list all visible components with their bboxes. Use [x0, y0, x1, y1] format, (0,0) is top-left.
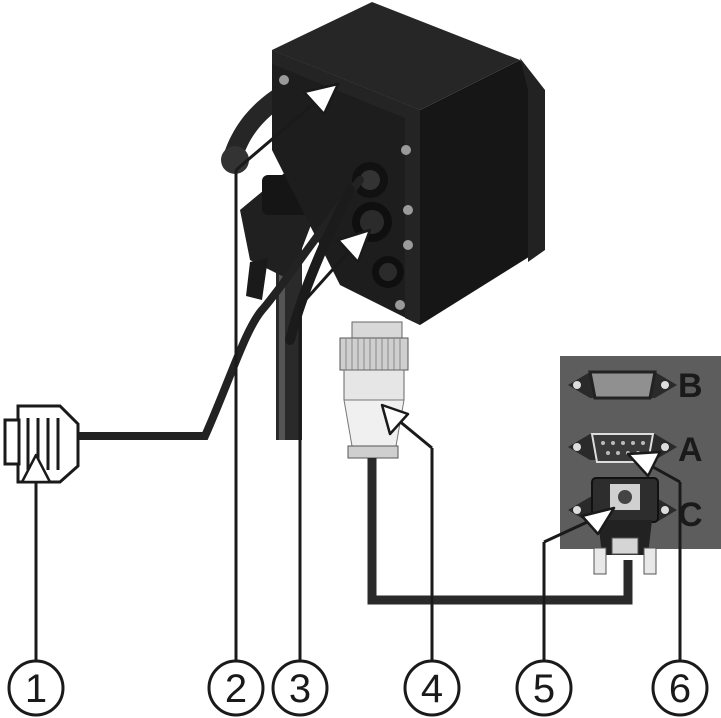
callout-5: 5 — [515, 659, 573, 717]
callout-number: 4 — [421, 667, 443, 711]
cable — [71, 176, 364, 440]
callout-number: 3 — [289, 667, 311, 711]
arrow-4 — [380, 403, 410, 436]
cable — [285, 185, 355, 345]
callout-3: 3 — [271, 659, 329, 717]
port-b: B — [568, 367, 703, 405]
arrow-6 — [626, 450, 662, 478]
arrow-2 — [302, 82, 340, 116]
callout-4: 4 — [403, 659, 461, 717]
callout-number: 6 — [669, 667, 691, 711]
signal-socket-plug — [339, 321, 633, 605]
callout-number: 1 — [25, 667, 47, 711]
arrow-1 — [20, 453, 52, 484]
terminal-housing — [272, 2, 545, 325]
port-letter-c: C — [678, 496, 703, 534]
arrow-3 — [336, 228, 372, 264]
callout-1: 1 — [7, 659, 65, 717]
arrow-5 — [580, 506, 616, 536]
sub-d-connector — [591, 477, 659, 575]
callout-number: 5 — [533, 667, 555, 711]
arrow-heads — [20, 82, 662, 536]
port-letter-b: B — [678, 367, 703, 405]
port-letter-a: A — [678, 431, 703, 469]
callout-2: 2 — [207, 659, 265, 717]
callout-6: 6 — [651, 659, 709, 717]
callout-number: 2 — [225, 667, 247, 711]
callouts: 1 2 3 4 5 6 — [7, 659, 709, 717]
leader-lines — [34, 98, 682, 662]
